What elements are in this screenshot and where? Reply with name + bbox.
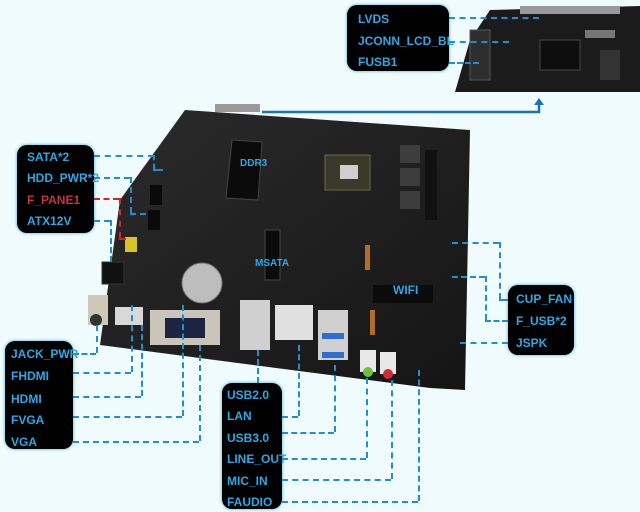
label-atx12v: ATX12V: [27, 214, 72, 228]
board-label-ddr3: DDR3: [240, 158, 268, 169]
leader-atx12v-h: [94, 220, 110, 222]
label-usb2: USB2.0: [227, 388, 270, 402]
leader-jack-pwr-h: [73, 353, 96, 355]
leader-f-pane1-v: [119, 198, 121, 238]
leader-mic-in-h: [282, 479, 391, 481]
leader-faudio-v: [418, 370, 420, 501]
leader-lan-h: [282, 416, 298, 418]
leader-usb3-h: [282, 432, 334, 434]
leader-f-usb-h2: [485, 320, 508, 322]
label-fhdmi: FHDMI: [11, 369, 49, 383]
leader-mic-in-v: [391, 380, 393, 479]
leader-fvga-v: [182, 305, 184, 416]
label-jconn-lcd-bl: JCONN_LCD_BL: [358, 34, 455, 48]
leader-atx12v-v: [110, 220, 112, 262]
leader-sata-v: [153, 155, 155, 169]
label-f-usb: F_USB*2: [516, 314, 567, 328]
left-upper-callout-box: [17, 145, 94, 233]
leader-f-usb-h1: [452, 276, 485, 278]
leader-jack-pwr-v: [96, 325, 98, 353]
label-hdd-pwr: HDD_PWR*2: [27, 171, 100, 185]
leader-fhdmi-h: [73, 372, 131, 374]
leader-fhdmi-v: [131, 305, 133, 372]
leader-hdd-pwr-h2: [130, 213, 146, 215]
inset-board-closeup: [455, 6, 640, 92]
leader-lvds: [449, 17, 539, 19]
leader-lan-v: [298, 345, 300, 416]
leader-sata-h2: [153, 169, 163, 171]
leader-faudio-h: [282, 501, 418, 503]
label-lan: LAN: [227, 409, 252, 423]
bottom-callout-box: [222, 383, 282, 509]
leader-f-pane1-h: [94, 198, 119, 200]
leader-line-out-h: [282, 458, 366, 460]
main-board: [88, 104, 470, 390]
leader-usb2-v: [257, 350, 259, 383]
leader-hdmi-v: [141, 325, 143, 396]
label-jspk: JSPK: [516, 336, 548, 350]
leader-fusb1: [449, 62, 479, 64]
label-faudio: FAUDIO: [227, 495, 273, 509]
label-line-out: LINE_OUT: [227, 452, 287, 466]
label-lvds: LVDS: [358, 12, 390, 26]
leader-hdd-pwr-h: [94, 177, 130, 179]
label-usb3: USB3.0: [227, 431, 270, 445]
label-jack-pwr: JACK_PWR: [11, 347, 79, 361]
right-callout-box: [508, 285, 574, 355]
label-hdmi: HDMI: [11, 392, 42, 406]
leader-hdd-pwr-v: [130, 177, 132, 213]
leader-sata-h1: [94, 155, 154, 157]
leader-cup-fan-h1: [452, 242, 499, 244]
inset-pointer-arrow: [262, 98, 544, 114]
leader-vga-h: [73, 441, 199, 443]
label-f-pane1: F_PANE1: [27, 193, 81, 207]
leader-cup-fan-v: [499, 242, 501, 299]
leader-cup-fan-h2: [499, 299, 508, 301]
leader-vga-v: [199, 345, 201, 441]
leader-f-usb-v: [485, 276, 487, 320]
label-fusb1: FUSB1: [358, 55, 398, 69]
leader-hdmi-h: [73, 396, 141, 398]
leader-jspk-h: [460, 342, 508, 344]
left-lower-callout-box: [5, 341, 73, 449]
leader-fvga-h: [73, 416, 182, 418]
leader-f-pane1-h2: [119, 238, 126, 240]
board-label-wifi: WIFI: [393, 283, 419, 297]
label-mic-in: MIC_IN: [227, 474, 268, 488]
leader-line-out-v: [366, 378, 368, 458]
label-fvga: FVGA: [11, 413, 45, 427]
label-vga: VGA: [11, 435, 38, 449]
label-cup-fan: CUP_FAN: [516, 292, 573, 306]
leader-jconn-lcd-bl: [449, 41, 509, 43]
top-callout-box: [347, 5, 449, 71]
leader-usb3-v: [334, 365, 336, 432]
label-sata: SATA*2: [27, 150, 70, 164]
board-label-msata: MSATA: [255, 258, 290, 269]
